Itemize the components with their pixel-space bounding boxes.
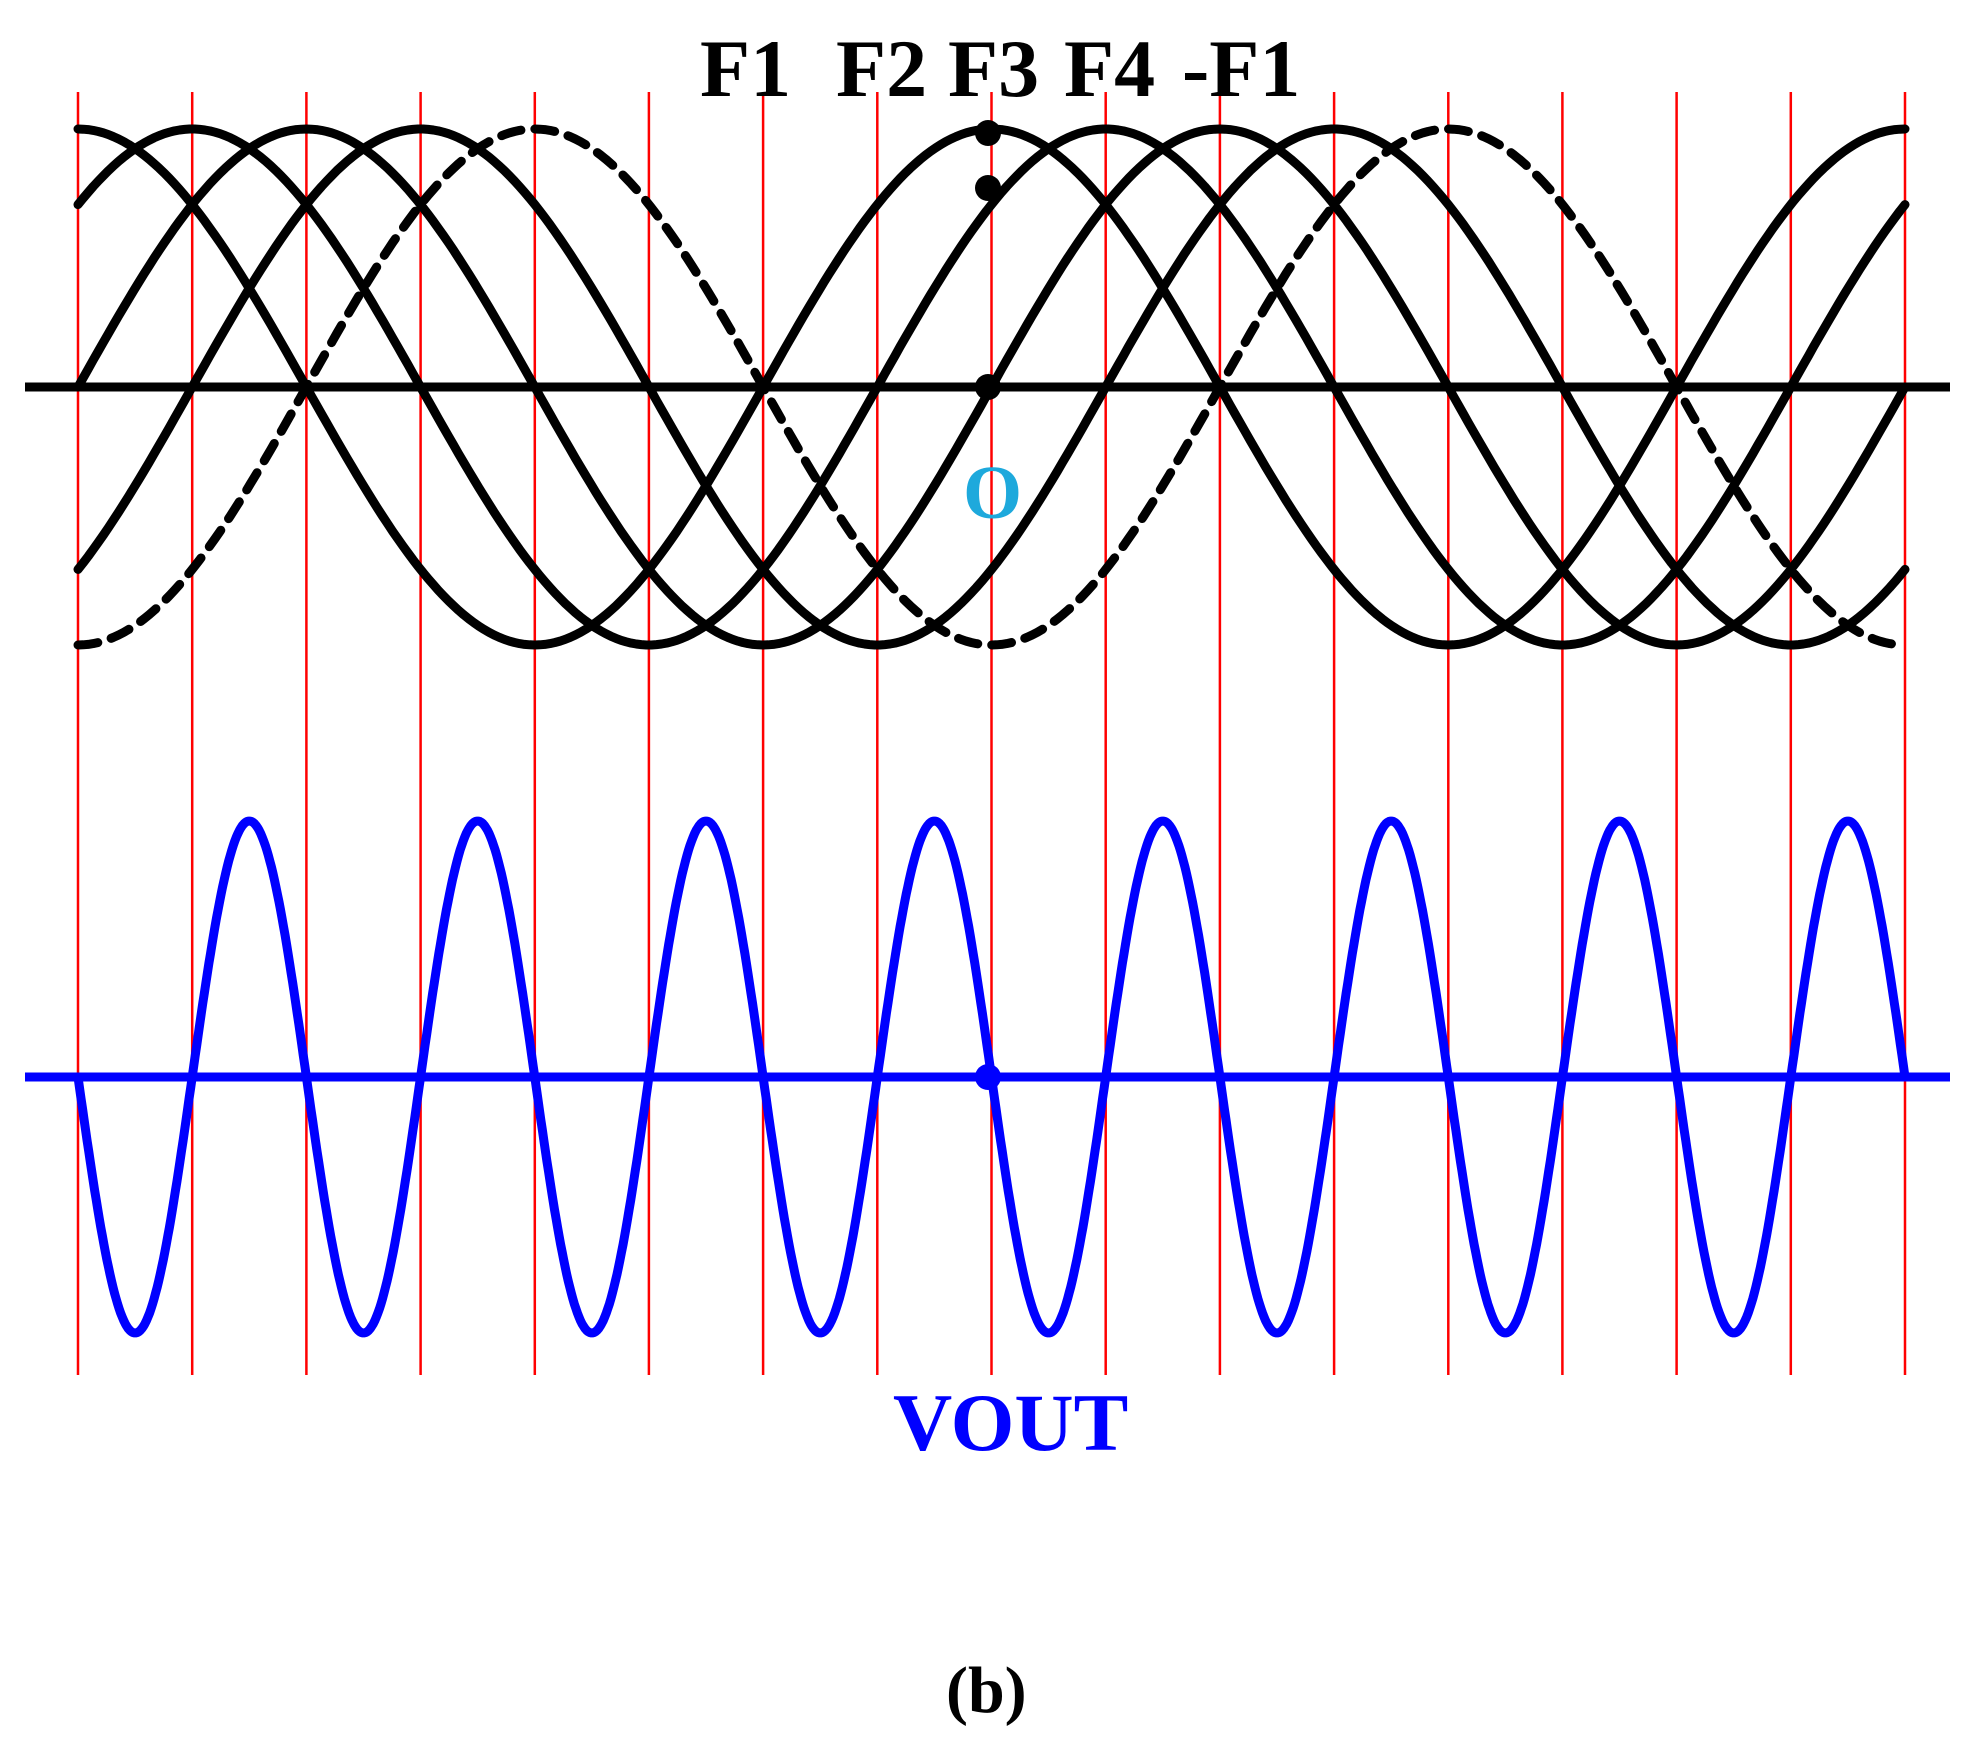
vout-marker-dot xyxy=(975,1064,1001,1090)
vertical-grid-lines xyxy=(76,92,1907,1375)
marker-dot-origin xyxy=(975,374,1001,400)
label-f3: F3 xyxy=(948,23,1039,114)
label-f4: F4 xyxy=(1064,23,1155,114)
phase-curve-f4 xyxy=(73,124,1910,650)
phase-curve-neg-f1 xyxy=(73,124,1910,650)
marker-dot-crossing xyxy=(975,175,1001,201)
phase-curve-f2 xyxy=(73,124,1910,650)
label-f2: F2 xyxy=(836,23,927,114)
label-f1: F1 xyxy=(700,23,791,114)
label-neg-f1: -F1 xyxy=(1182,23,1300,114)
label-origin: O xyxy=(963,451,1022,535)
label-vout: VOUT xyxy=(893,1377,1128,1468)
marker-dot-peak xyxy=(975,120,1001,146)
figure-caption: (b) xyxy=(946,1654,1027,1727)
